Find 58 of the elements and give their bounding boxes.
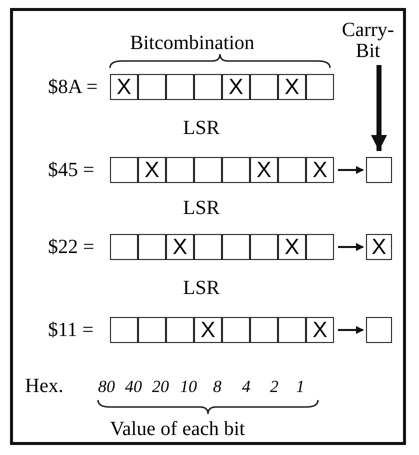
bit-cell	[306, 234, 334, 260]
bit-value: 2	[270, 377, 278, 397]
bit-cell	[166, 317, 194, 343]
register-label: $11 =	[48, 318, 94, 343]
bit-cell	[138, 317, 166, 343]
bit-cell	[278, 157, 306, 183]
bit-cell	[306, 74, 334, 100]
bit-cell: X	[250, 157, 278, 183]
bit-cell	[166, 74, 194, 100]
bit-cell: X	[306, 317, 334, 343]
carry-bit-cell	[366, 157, 392, 183]
bit-cell: X	[194, 317, 222, 343]
row-label: Hex.	[25, 375, 64, 398]
operation-label: LSR	[183, 197, 220, 220]
register-label: $22 =	[48, 235, 94, 260]
bit-cell: X	[278, 234, 306, 260]
bit-cell	[250, 234, 278, 260]
bit-cell	[250, 74, 278, 100]
bit-cell	[166, 157, 194, 183]
arrow	[371, 65, 387, 151]
bit-value: 1	[296, 377, 304, 397]
bit-cell	[110, 157, 138, 183]
bit-cell	[194, 74, 222, 100]
bit-value: 80	[98, 377, 115, 397]
bit-cell: X	[278, 74, 306, 100]
arrow	[338, 166, 364, 174]
operation-label: LSR	[183, 277, 220, 300]
bit-value: 4	[242, 377, 250, 397]
bit-cell	[110, 317, 138, 343]
group-label: Bitcombination	[130, 32, 254, 55]
bit-cell	[194, 234, 222, 260]
arrow	[338, 243, 364, 251]
register-label: $45 =	[48, 158, 94, 183]
bit-value: 20	[152, 377, 169, 397]
bit-cell	[138, 234, 166, 260]
carry-bit-cell: X	[366, 234, 392, 260]
bit-cell: X	[166, 234, 194, 260]
bit-value: 10	[180, 377, 197, 397]
bit-cell: X	[110, 74, 138, 100]
bit-cell	[250, 317, 278, 343]
bit-cell: X	[306, 157, 334, 183]
bit-cell	[222, 317, 250, 343]
bit-cell	[194, 157, 222, 183]
heading-text: Carry-Bit	[338, 20, 398, 62]
bit-cell: X	[222, 74, 250, 100]
bit-cell: X	[138, 157, 166, 183]
carry-bit-cell	[366, 317, 392, 343]
bit-cell	[222, 157, 250, 183]
arrow	[338, 326, 364, 334]
bit-value: 8	[213, 377, 222, 397]
bit-value: 40	[125, 377, 142, 397]
caption-text: Value of each bit	[110, 418, 245, 441]
operation-label: LSR	[183, 117, 220, 140]
bit-cell	[110, 234, 138, 260]
bit-cell	[278, 317, 306, 343]
bit-cell	[138, 74, 166, 100]
register-label: $8A =	[48, 75, 98, 100]
bit-cell	[222, 234, 250, 260]
